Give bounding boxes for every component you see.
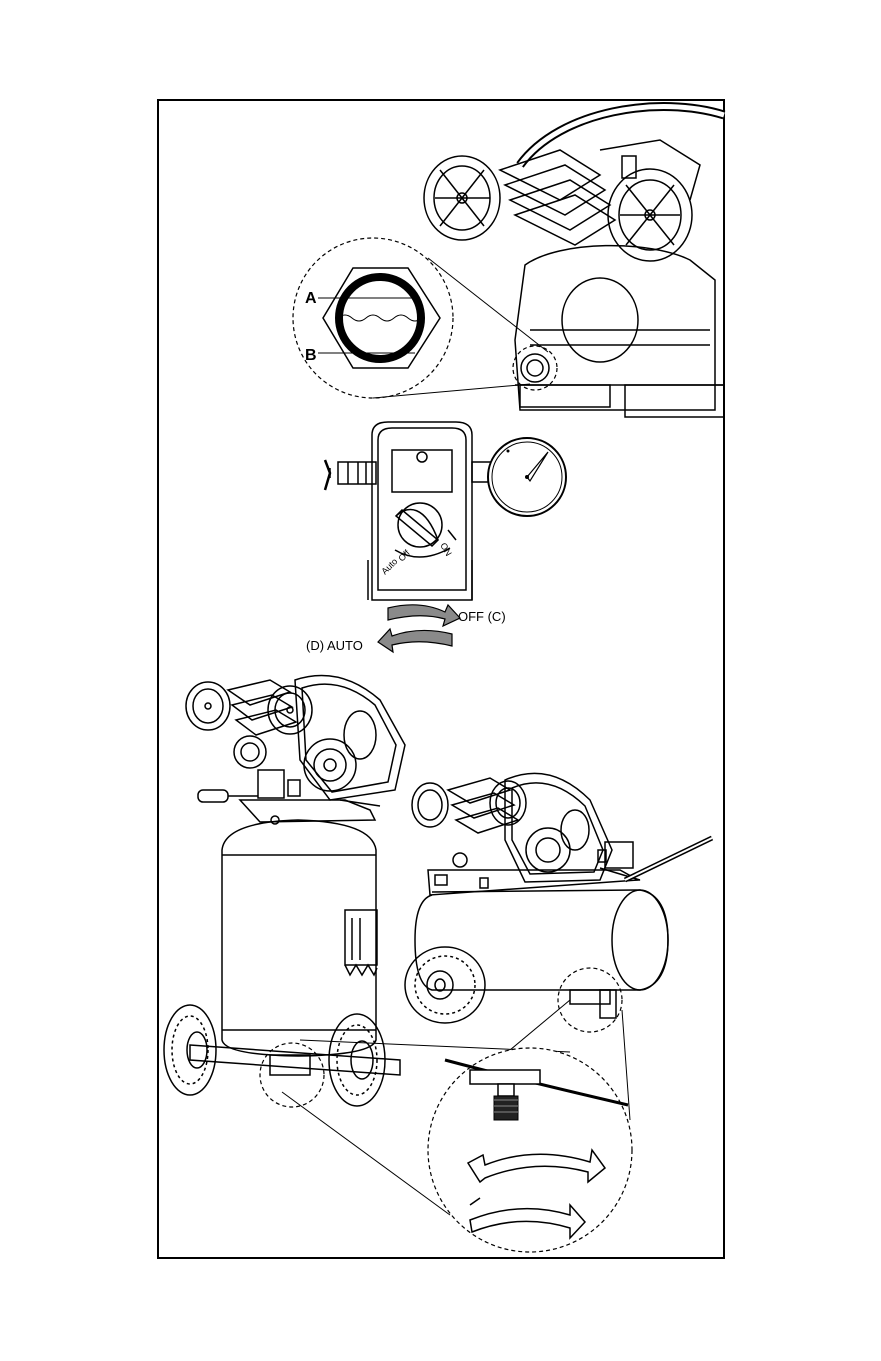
pressure-switch-illustration [325, 422, 492, 600]
dial-auto-text: Auto [379, 556, 399, 576]
figure-border [158, 100, 724, 1258]
drain-valve-detail [260, 968, 632, 1252]
label-a: A [305, 290, 317, 307]
auto-arrow [378, 629, 452, 652]
pump-head-illustration [424, 107, 724, 417]
off-label: OFF (C) [458, 609, 506, 624]
vertical-compressor-illustration [164, 676, 405, 1107]
horizontal-compressor-illustration [405, 773, 712, 1023]
pressure-gauge [488, 438, 566, 516]
selector-knob [396, 503, 442, 547]
auto-label: (D) AUTO [306, 638, 363, 653]
dial-tick-text: ON [438, 541, 453, 558]
label-b: B [305, 347, 317, 364]
dial-off-text: Off [396, 548, 412, 564]
off-arrow [388, 605, 460, 626]
